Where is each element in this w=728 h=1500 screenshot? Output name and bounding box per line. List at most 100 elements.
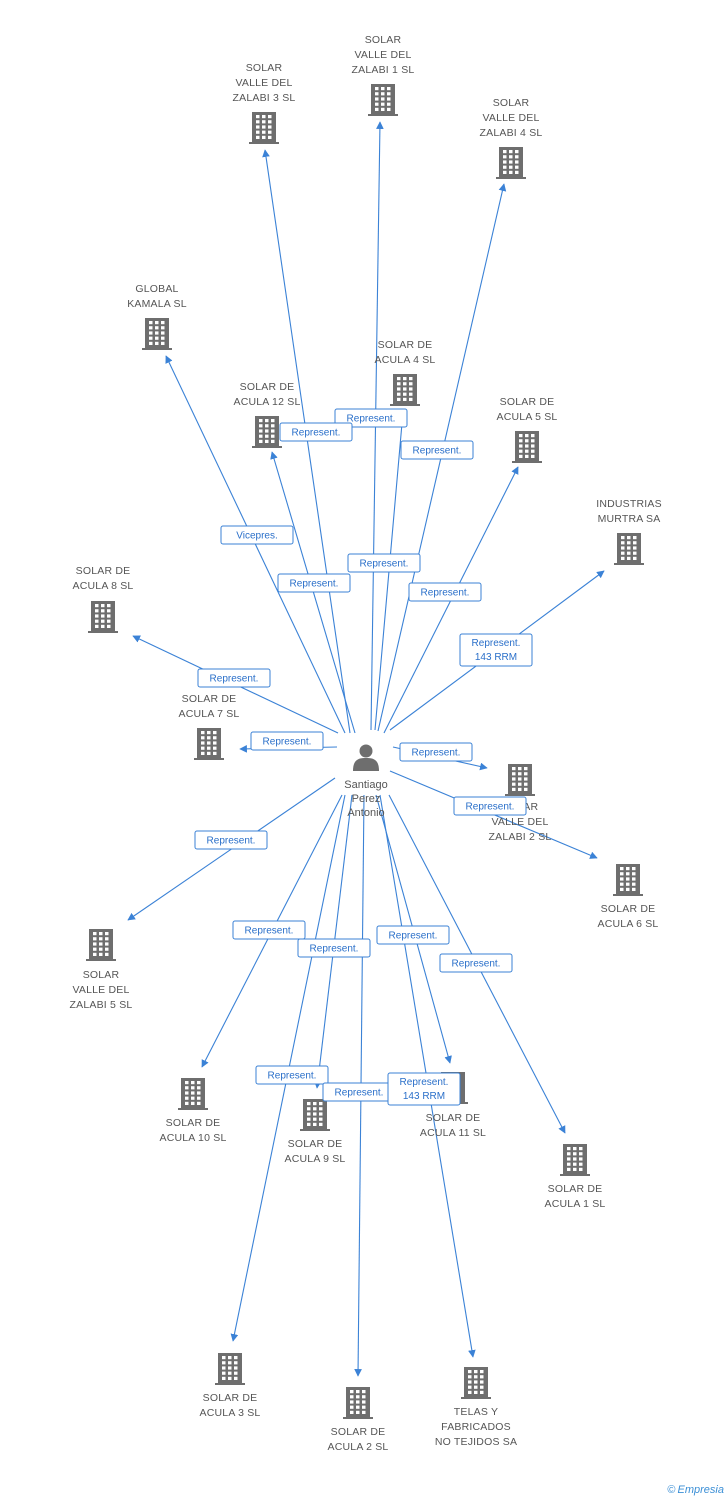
company-name-line[interactable]: ACULA 10 SL	[160, 1132, 227, 1144]
company-name-line[interactable]: NO TEJIDOS SA	[435, 1436, 517, 1448]
company-name-line[interactable]: SOLAR DE	[203, 1392, 258, 1404]
company-node-acula8[interactable]: SOLAR DE ACULA 8 SL	[73, 565, 134, 633]
company-name-line[interactable]: GLOBAL	[135, 283, 178, 295]
company-name-line[interactable]: SOLAR DE	[182, 693, 237, 705]
company-name-line[interactable]: SOLAR DE	[378, 339, 433, 351]
company-node-acula1[interactable]: SOLAR DE ACULA 1 SL	[545, 1144, 606, 1210]
building-icon[interactable]	[249, 112, 279, 144]
company-name-line[interactable]: ZALABI 5 SL	[70, 999, 133, 1011]
company-node-acula2[interactable]: SOLAR DE ACULA 2 SL	[328, 1387, 389, 1453]
person-name-line[interactable]: Antonio	[347, 807, 384, 819]
company-name-line[interactable]: ACULA 1 SL	[545, 1198, 606, 1210]
company-node-global[interactable]: GLOBAL KAMALA SL	[127, 283, 187, 350]
building-icon[interactable]	[215, 1353, 245, 1385]
company-node-zalabi1[interactable]: SOLAR VALLE DEL ZALABI 1 SL	[352, 34, 415, 116]
company-name-line[interactable]: ZALABI 1 SL	[352, 64, 415, 76]
person-name-line[interactable]: Santiago	[344, 779, 387, 791]
company-name-line[interactable]: SOLAR	[493, 97, 530, 109]
company-name-line[interactable]: SOLAR DE	[288, 1138, 343, 1150]
building-icon[interactable]	[194, 728, 224, 760]
company-node-acula5[interactable]: SOLAR DE ACULA 5 SL	[497, 396, 558, 463]
company-node-acula10[interactable]: SOLAR DE ACULA 10 SL	[160, 1078, 227, 1144]
building-icon[interactable]	[252, 416, 282, 448]
company-node-zalabi4[interactable]: SOLAR VALLE DEL ZALABI 4 SL	[480, 97, 543, 179]
relation-label-zalabi5[interactable]: Represent.	[194, 830, 268, 850]
company-name-line[interactable]: ACULA 5 SL	[497, 411, 558, 423]
company-name-line[interactable]: FABRICADOS	[441, 1421, 511, 1433]
relation-label-acula8[interactable]: Represent.	[197, 668, 271, 688]
relation-label-acula7[interactable]: Represent.	[250, 731, 324, 751]
company-name-line[interactable]: SOLAR DE	[500, 396, 555, 408]
company-name-line[interactable]: ZALABI 3 SL	[233, 92, 296, 104]
company-name-line[interactable]: INDUSTRIAS	[596, 498, 662, 510]
building-icon[interactable]	[390, 374, 420, 406]
building-icon[interactable]	[343, 1387, 373, 1419]
company-name-line[interactable]: ACULA 11 SL	[420, 1127, 486, 1139]
building-icon[interactable]	[142, 318, 172, 350]
person-icon[interactable]	[353, 744, 379, 772]
relation-label-acula3[interactable]: Represent.	[255, 1065, 329, 1085]
building-icon[interactable]	[512, 431, 542, 463]
relation-label-acula6[interactable]: Represent.	[453, 796, 527, 816]
building-icon[interactable]	[505, 764, 535, 796]
company-name-line[interactable]: SOLAR DE	[240, 381, 295, 393]
company-name-line[interactable]: ZALABI 2 SL	[489, 831, 552, 843]
building-icon[interactable]	[88, 601, 118, 633]
company-name-line[interactable]: SOLAR DE	[601, 903, 656, 915]
company-name-line[interactable]: TELAS Y	[454, 1406, 498, 1418]
company-name-line[interactable]: ZALABI 4 SL	[480, 127, 543, 139]
building-icon[interactable]	[614, 533, 644, 565]
relation-label-acula5[interactable]: Represent.	[408, 582, 482, 602]
building-icon[interactable]	[461, 1367, 491, 1399]
relation-label-acula10[interactable]: Represent.	[232, 920, 306, 940]
relation-label-acula9[interactable]: Represent.	[297, 938, 371, 958]
company-name-line[interactable]: VALLE DEL	[482, 112, 539, 124]
company-name-line[interactable]: KAMALA SL	[127, 298, 187, 310]
company-name-line[interactable]: ACULA 4 SL	[375, 354, 436, 366]
building-icon[interactable]	[178, 1078, 208, 1110]
relation-label-acula1[interactable]: Represent.	[439, 953, 513, 973]
company-name-line[interactable]: SOLAR	[365, 34, 402, 46]
company-name-line[interactable]: SOLAR	[83, 969, 120, 981]
company-name-line[interactable]: VALLE DEL	[354, 49, 411, 61]
company-name-line[interactable]: VALLE DEL	[491, 816, 548, 828]
company-node-acula9[interactable]: SOLAR DE ACULA 9 SL	[285, 1099, 346, 1165]
company-name-line[interactable]: SOLAR DE	[548, 1183, 603, 1195]
company-name-line[interactable]: SOLAR DE	[166, 1117, 221, 1129]
building-icon[interactable]	[300, 1099, 330, 1131]
person-name-line[interactable]: Perez	[352, 793, 381, 805]
company-name-line[interactable]: VALLE DEL	[235, 77, 292, 89]
company-name-line[interactable]: ACULA 9 SL	[285, 1153, 346, 1165]
company-node-acula6[interactable]: SOLAR DE ACULA 6 SL	[598, 864, 659, 930]
company-name-line[interactable]: ACULA 8 SL	[73, 580, 134, 592]
company-name-line[interactable]: ACULA 2 SL	[328, 1441, 389, 1453]
company-node-murtra[interactable]: INDUSTRIAS MURTRA SA	[596, 498, 662, 565]
company-name-line[interactable]: ACULA 7 SL	[179, 708, 240, 720]
building-icon[interactable]	[560, 1144, 590, 1176]
building-icon[interactable]	[86, 929, 116, 961]
building-icon[interactable]	[368, 84, 398, 116]
company-name-line[interactable]: SOLAR DE	[331, 1426, 386, 1438]
company-node-acula12[interactable]: SOLAR DE ACULA 12 SL	[234, 381, 301, 448]
relation-label-zalabi1[interactable]: Represent.	[334, 408, 408, 428]
company-node-acula7[interactable]: SOLAR DE ACULA 7 SL	[179, 693, 240, 760]
company-name-line[interactable]: ACULA 3 SL	[200, 1407, 261, 1419]
company-node-telas[interactable]: TELAS Y FABRICADOS NO TEJIDOS SA	[435, 1367, 517, 1448]
relation-label-zalabi4[interactable]: Represent.	[400, 440, 474, 460]
relation-label-acula11[interactable]: Represent.	[376, 925, 450, 945]
company-name-line[interactable]: ACULA 12 SL	[234, 396, 301, 408]
company-name-line[interactable]: VALLE DEL	[72, 984, 129, 996]
company-name-line[interactable]: SOLAR DE	[76, 565, 131, 577]
company-node-zalabi5[interactable]: SOLAR VALLE DEL ZALABI 5 SL	[70, 929, 133, 1011]
company-name-line[interactable]: SOLAR DE	[426, 1112, 481, 1124]
company-node-acula4[interactable]: SOLAR DE ACULA 4 SL	[375, 339, 436, 406]
building-icon[interactable]	[613, 864, 643, 896]
relation-label-acula2[interactable]: Represent.	[322, 1082, 396, 1102]
company-name-line[interactable]: ACULA 6 SL	[598, 918, 659, 930]
relation-label-acula4[interactable]: Represent.	[347, 553, 421, 573]
relation-label-global[interactable]: Vicepres.	[220, 525, 294, 545]
company-name-line[interactable]: MURTRA SA	[598, 513, 661, 525]
relation-label-zalabi2[interactable]: Represent.	[399, 742, 473, 762]
